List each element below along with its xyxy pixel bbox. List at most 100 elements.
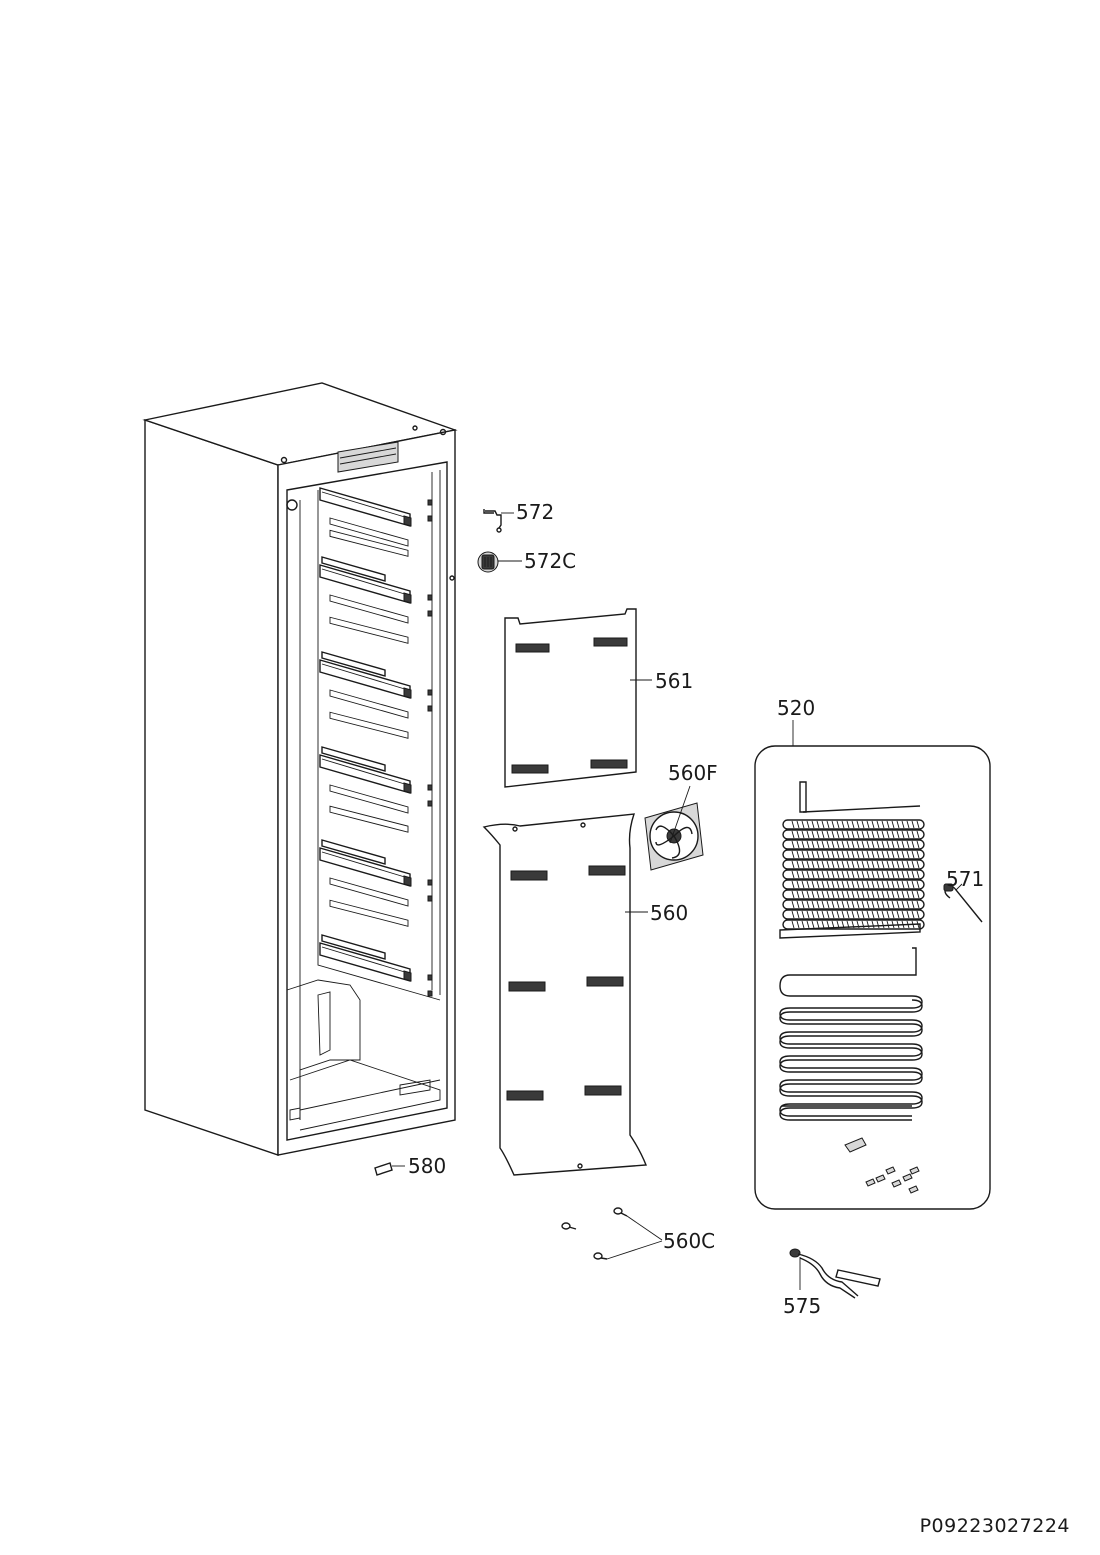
coil-fin [911,910,915,919]
coil-fin [856,850,860,859]
coil-fin [806,910,810,919]
coil-fin [841,890,845,899]
evaporator-coil [779,781,925,939]
part-571-sensor [943,883,983,923]
coil-fin [886,920,890,929]
coil-fin [856,830,860,839]
coil-fin [916,910,920,919]
coil-fin [911,820,915,829]
part-520-evaporator-kit [754,720,991,1210]
coil-fin [906,870,910,879]
coil-fin [841,860,845,869]
coil-fin [806,870,810,879]
coil-fin [906,830,910,839]
coil-fin [796,860,800,869]
coil-fin [891,890,895,899]
coil-fin [916,890,920,899]
coil-inlet [799,781,807,813]
coil-fin [836,910,840,919]
coil-fin [826,920,830,929]
coil-fin [796,850,800,859]
coil-fin [886,840,890,849]
coil-fin [796,830,800,839]
coil-fin [851,870,855,879]
coil-fin [826,870,830,879]
coil-fin [861,820,865,829]
coil-fin [811,880,815,889]
coil-fin [796,880,800,889]
coil-fin [861,870,865,879]
coil-fin [811,870,815,879]
coil-fin [836,890,840,899]
coil-fin [876,900,880,909]
coil-fin [841,850,845,859]
rail-peg [427,974,433,981]
coil-fin [881,870,885,879]
coil-fin [851,900,855,909]
clip [908,1185,919,1194]
coil-fin [861,890,865,899]
coil-fin [851,820,855,829]
coil-fin [841,900,845,909]
callout-572: 572 [516,500,554,524]
coil-fin [846,830,850,839]
part-560c-screws [561,1207,663,1260]
coil-fin [881,900,885,909]
coil-fin [866,860,870,869]
coil-fin [886,830,890,839]
coil-fin [866,880,870,889]
coil-fin [896,870,900,879]
coil-fin [866,890,870,899]
coil-fin [836,820,840,829]
coil-fin [916,830,920,839]
callout-575: 575 [783,1294,821,1318]
coil-fin [891,860,895,869]
coil-fin [886,820,890,829]
coil-fin [796,840,800,849]
heater-tube [779,995,923,1117]
coil-fin [846,860,850,869]
coil-fin [796,920,800,929]
coil-fin [811,900,815,909]
coil-fin [916,860,920,869]
coil-fin [896,900,900,909]
coil-fin [866,830,870,839]
coil-fin [876,890,880,899]
coil-fin [866,870,870,879]
coil-fin [811,820,815,829]
coil-fin [871,890,875,899]
coil-fin [901,820,905,829]
clip [885,1166,896,1175]
coil-fin [871,860,875,869]
coil-fin [871,920,875,929]
coil-fin [916,850,920,859]
coil-fin [886,910,890,919]
coil-fin [901,860,905,869]
clip [865,1178,876,1187]
coil-fin [881,820,885,829]
rail-peg [427,594,433,601]
coil-fin [791,900,795,909]
coil-fin [871,840,875,849]
coil-fin [906,840,910,849]
screw [561,1222,577,1230]
coil-fin [876,870,880,879]
coil-fin [826,830,830,839]
coil-fin [846,850,850,859]
coil-fin [901,880,905,889]
coil-fin [806,850,810,859]
coil-fin [816,870,820,879]
coil-fin [891,840,895,849]
coil-fin [826,840,830,849]
callout-560f: 560F [668,761,718,785]
coil-fin [911,880,915,889]
coil-fin [796,820,800,829]
coil-fin [901,890,905,899]
coil-fin [791,910,795,919]
coil-fin [831,870,835,879]
coil-fin [871,820,875,829]
coil-fin [801,890,805,899]
coil-fin [906,820,910,829]
coil-fin [801,900,805,909]
